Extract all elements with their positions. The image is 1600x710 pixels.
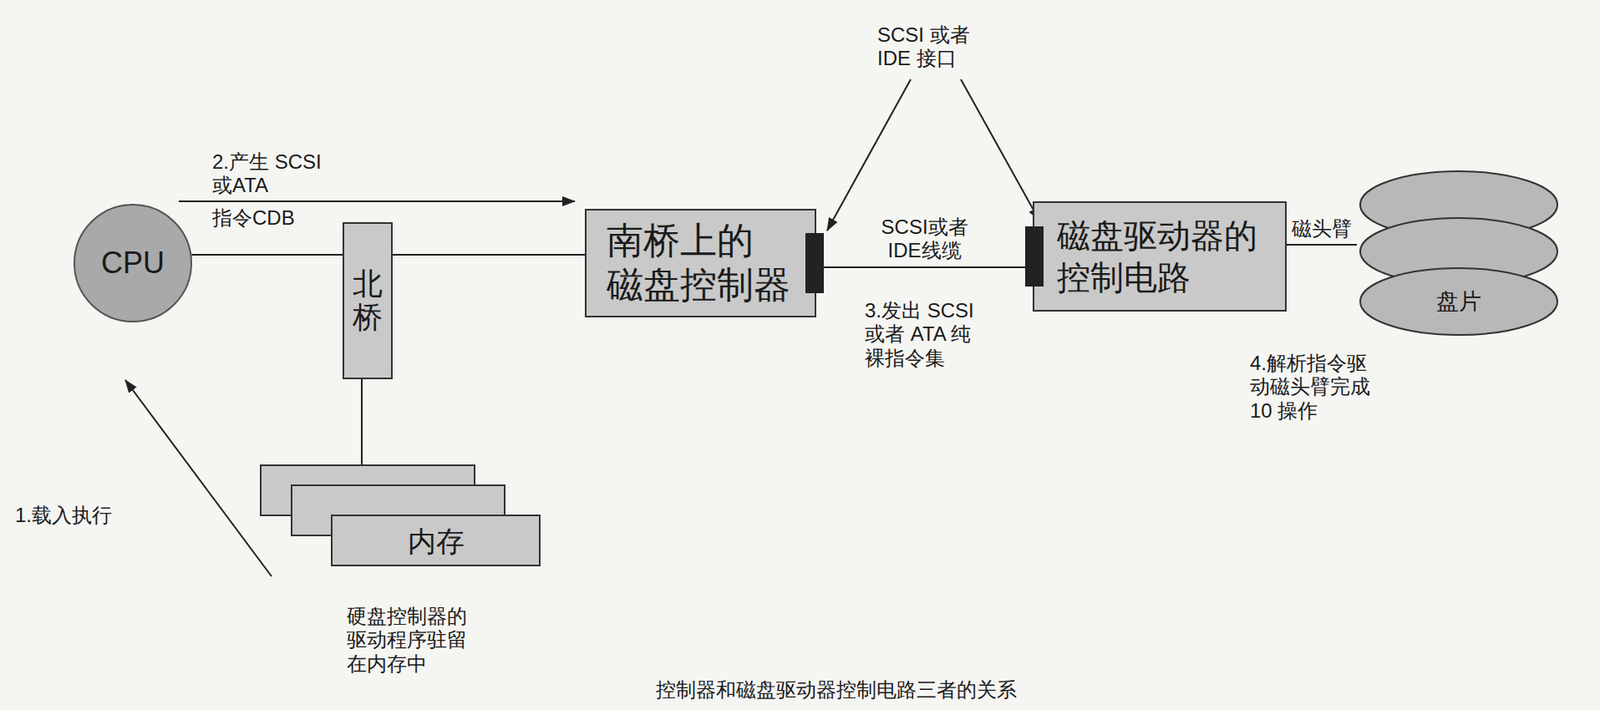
note-label: 硬盘控制器的 驱动程序驻留 在内存中 [346, 604, 472, 676]
northbridge-label: 北桥 [352, 267, 383, 334]
step-label: 4.解析指令驱 动磁头臂完成 10 操作 [1249, 351, 1375, 423]
interface-label: SCSI 或者 IDE 接口 [877, 23, 978, 72]
step-label: 2.产生 SCSI或ATA [212, 150, 338, 199]
northbridge-box: 北桥 [342, 222, 393, 380]
controller-label: 南桥上的 磁盘控制器 [606, 218, 796, 308]
edge-label: SCSI或者 IDE线缆 [876, 215, 973, 264]
platter-stack: 盘片 [1356, 167, 1561, 337]
cpu-label: CPU [101, 245, 165, 281]
edge-label: 磁头臂 [1291, 217, 1352, 241]
interface-pointer [827, 79, 911, 231]
connector-line [191, 253, 343, 256]
step-label: 1.载入执行 [15, 503, 112, 528]
step-label: 3.发出 SCSI 或者 ATA 纯 裸指令集 [864, 299, 990, 371]
command-arrow [178, 200, 575, 203]
connector-line [816, 266, 1033, 269]
connector-line [392, 253, 585, 256]
load-arrow [125, 380, 272, 577]
platter-label: 盘片 [1356, 287, 1561, 316]
figure-caption: 控制器和磁盘驱动器控制电路三者的关系 [655, 678, 1017, 702]
connector-port [805, 233, 824, 294]
interface-pointer [960, 79, 1040, 221]
step-label: 指令CDB [212, 206, 295, 230]
cpu-circle: CPU [73, 203, 193, 323]
drive-circuit-box: 磁盘驱动器的 控制电路 [1032, 201, 1287, 312]
memory-label: 内存 [331, 515, 541, 567]
circuit-label: 磁盘驱动器的 控制电路 [1056, 214, 1263, 299]
connector-port [1025, 226, 1044, 287]
connector-line [360, 379, 363, 465]
disk-controller-box: 南桥上的 磁盘控制器 [584, 208, 817, 318]
memory-stack: 内存 [259, 464, 542, 567]
connector-line [1286, 243, 1357, 246]
memory-modules [259, 464, 542, 567]
